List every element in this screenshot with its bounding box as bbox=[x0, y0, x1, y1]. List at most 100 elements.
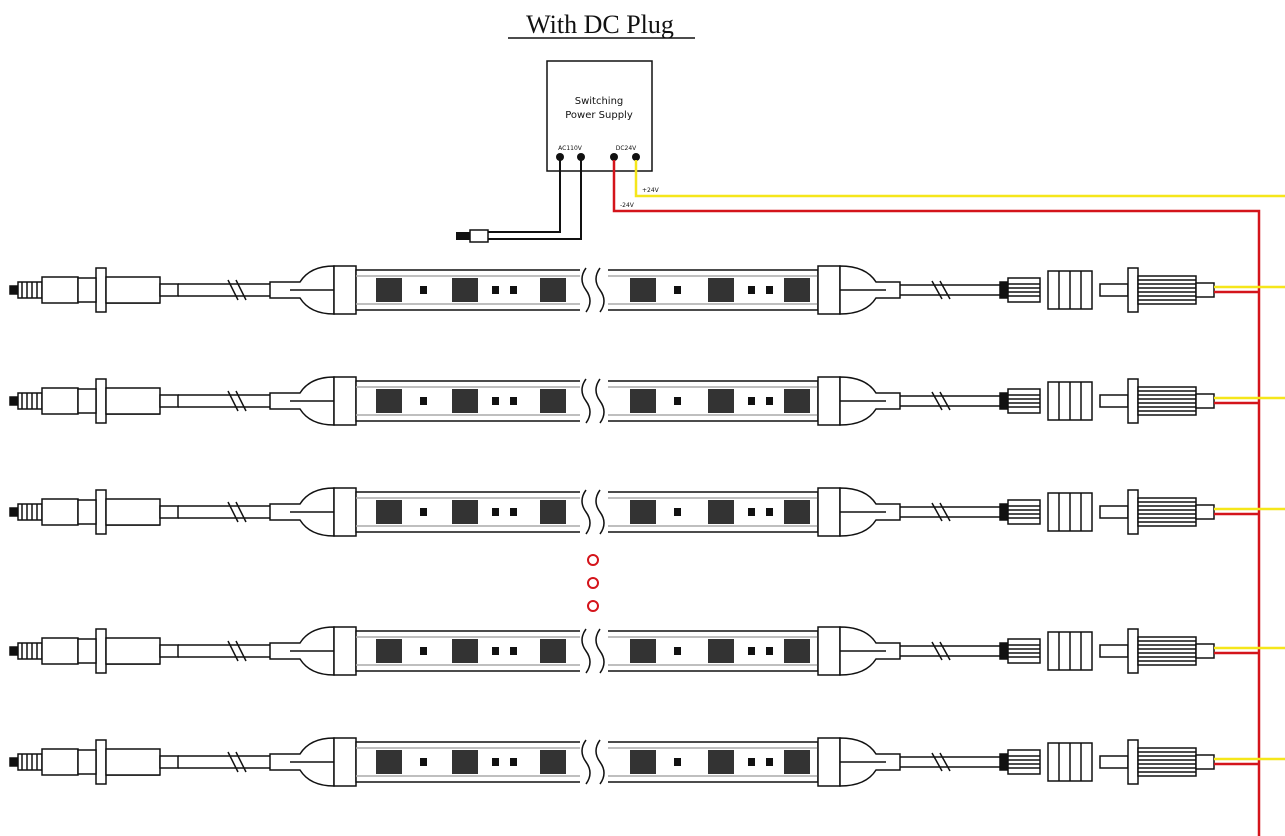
strip-break-icon bbox=[580, 378, 608, 424]
led-chip-icon bbox=[708, 389, 734, 413]
led-chip-icon bbox=[452, 389, 478, 413]
resistor-icon bbox=[420, 286, 427, 294]
right-end-cap bbox=[817, 487, 901, 537]
left-connector-icon bbox=[9, 489, 179, 535]
switching-power-supply: Switching Power Supply AC110V DC24V bbox=[546, 60, 653, 172]
right-cable bbox=[900, 502, 1000, 522]
led-chip-icon bbox=[376, 278, 402, 302]
left-end-cap bbox=[269, 487, 357, 537]
left-connector-icon bbox=[9, 628, 179, 674]
led-chip-icon bbox=[784, 500, 810, 524]
led-chip-icon bbox=[540, 389, 566, 413]
strip-break-icon bbox=[580, 489, 608, 535]
negative-wire bbox=[612, 160, 1261, 836]
led-strip-row bbox=[9, 265, 1285, 315]
led-strip-row bbox=[9, 626, 1285, 676]
left-connector-icon bbox=[9, 739, 179, 785]
psu-output-label: DC24V bbox=[616, 145, 637, 152]
ac-input-cable bbox=[488, 160, 582, 240]
resistor-icon bbox=[420, 508, 427, 516]
resistor-icon bbox=[748, 397, 755, 405]
led-chip-icon bbox=[784, 389, 810, 413]
power-plug-icon bbox=[1099, 378, 1215, 424]
power-plug-icon bbox=[1099, 489, 1215, 535]
resistor-icon bbox=[420, 758, 427, 766]
resistor-icon bbox=[510, 397, 517, 405]
right-end-cap bbox=[817, 265, 901, 315]
psu-label-line1: Switching bbox=[575, 96, 624, 107]
led-chip-icon bbox=[630, 639, 656, 663]
ellipsis-dot bbox=[587, 577, 599, 589]
led-chip-icon bbox=[540, 639, 566, 663]
right-connector-icon bbox=[999, 381, 1093, 421]
led-strip-row bbox=[9, 737, 1285, 787]
led-chip-icon bbox=[376, 500, 402, 524]
psu-input-label: AC110V bbox=[558, 145, 583, 152]
right-end-cap bbox=[817, 626, 901, 676]
right-connector-icon bbox=[999, 742, 1093, 782]
resistor-icon bbox=[674, 397, 681, 405]
left-end-cap bbox=[269, 376, 357, 426]
led-chip-icon bbox=[540, 278, 566, 302]
resistor-icon bbox=[420, 647, 427, 655]
terminal-pos bbox=[632, 153, 640, 161]
resistor-icon bbox=[492, 647, 499, 655]
strip-break-icon bbox=[580, 739, 608, 785]
led-chip-icon bbox=[452, 750, 478, 774]
diagram-title: With DC Plug bbox=[526, 10, 674, 39]
resistor-icon bbox=[766, 397, 773, 405]
led-chip-icon bbox=[708, 639, 734, 663]
resistor-icon bbox=[510, 286, 517, 294]
resistor-icon bbox=[492, 508, 499, 516]
led-chip-icon bbox=[630, 389, 656, 413]
right-cable bbox=[900, 280, 1000, 300]
resistor-icon bbox=[748, 508, 755, 516]
led-chip-icon bbox=[452, 278, 478, 302]
led-chip-icon bbox=[708, 750, 734, 774]
resistor-icon bbox=[510, 508, 517, 516]
pos-voltage-label: +24V bbox=[642, 187, 660, 194]
strip-break-icon bbox=[580, 267, 608, 313]
led-chip-icon bbox=[784, 639, 810, 663]
led-chip-icon bbox=[708, 278, 734, 302]
resistor-icon bbox=[748, 647, 755, 655]
right-end-cap bbox=[817, 376, 901, 426]
led-chip-icon bbox=[376, 750, 402, 774]
resistor-icon bbox=[766, 647, 773, 655]
resistor-icon bbox=[674, 508, 681, 516]
led-chip-icon bbox=[630, 278, 656, 302]
strip-break-icon bbox=[580, 628, 608, 674]
left-connector-icon bbox=[9, 267, 179, 313]
left-cable bbox=[178, 501, 270, 523]
led-chip-icon bbox=[630, 500, 656, 524]
led-chip-icon bbox=[784, 750, 810, 774]
led-strip-row bbox=[9, 487, 1285, 537]
power-plug-icon bbox=[1099, 739, 1215, 785]
power-plug-icon bbox=[1099, 267, 1215, 313]
left-end-cap bbox=[269, 265, 357, 315]
left-cable bbox=[178, 279, 270, 301]
resistor-icon bbox=[766, 286, 773, 294]
led-chip-icon bbox=[708, 500, 734, 524]
led-chip-icon bbox=[452, 639, 478, 663]
left-end-cap bbox=[269, 737, 357, 787]
terminal-ac1 bbox=[556, 153, 564, 161]
terminal-neg bbox=[610, 153, 618, 161]
resistor-icon bbox=[492, 397, 499, 405]
psu-label-line2: Power Supply bbox=[565, 110, 633, 121]
right-end-cap bbox=[817, 737, 901, 787]
terminal-ac2 bbox=[577, 153, 585, 161]
right-cable bbox=[900, 641, 1000, 661]
resistor-icon bbox=[492, 758, 499, 766]
dc-plug-tip-icon bbox=[456, 232, 470, 240]
positive-wire bbox=[634, 160, 1285, 198]
dc-plug-icon bbox=[469, 229, 489, 243]
resistor-icon bbox=[766, 758, 773, 766]
led-strips bbox=[9, 265, 1285, 787]
left-end-cap bbox=[269, 626, 357, 676]
neg-voltage-label: -24V bbox=[620, 202, 635, 209]
right-cable bbox=[900, 391, 1000, 411]
right-connector-icon bbox=[999, 492, 1093, 532]
more-strips-indicator bbox=[587, 554, 599, 612]
